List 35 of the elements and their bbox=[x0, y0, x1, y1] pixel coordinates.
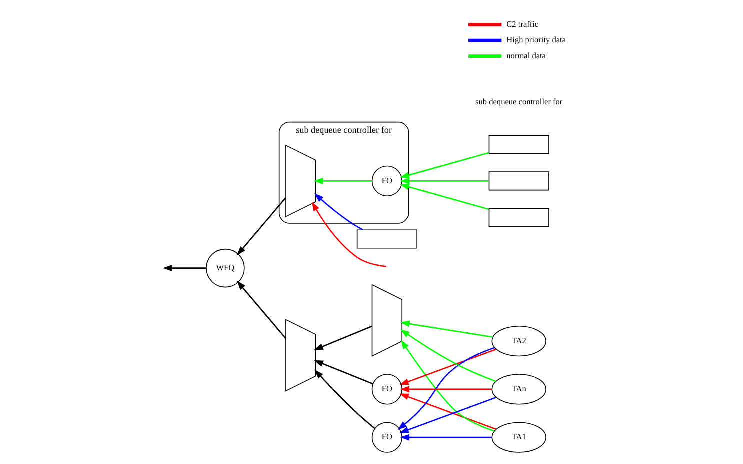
legend-label: normal data bbox=[506, 51, 546, 60]
arrow bbox=[314, 193, 364, 231]
node-ellipse: TAn bbox=[491, 374, 546, 405]
node-trapezoid bbox=[285, 144, 316, 218]
node-box bbox=[488, 172, 549, 191]
node-trapezoid bbox=[285, 319, 316, 392]
arrow bbox=[314, 360, 373, 385]
arrow bbox=[236, 280, 286, 340]
node-circle: FO bbox=[371, 374, 402, 405]
arrow bbox=[400, 434, 492, 441]
arrow bbox=[400, 178, 489, 184]
arrow bbox=[400, 152, 489, 178]
arrow bbox=[400, 386, 492, 393]
label: sub dequeue controller for bbox=[475, 97, 562, 106]
arrow bbox=[313, 178, 372, 184]
arrow bbox=[314, 370, 375, 430]
legend-label: High priority data bbox=[506, 36, 566, 45]
arrow bbox=[400, 320, 492, 338]
node-circle: FO bbox=[371, 166, 402, 197]
node-box bbox=[488, 208, 549, 228]
node-ellipse: TA2 bbox=[491, 326, 546, 357]
arrow bbox=[400, 330, 496, 382]
node-circle: WFQ bbox=[206, 248, 244, 288]
node-box bbox=[356, 230, 417, 249]
legend-label: C2 traffic bbox=[506, 20, 538, 29]
arrow bbox=[314, 326, 372, 350]
node-circle: FO bbox=[371, 422, 402, 453]
arrow bbox=[400, 184, 489, 210]
arrow bbox=[311, 202, 386, 268]
arrow bbox=[399, 348, 496, 386]
arrow bbox=[162, 265, 206, 272]
arrow bbox=[236, 198, 286, 256]
node-box bbox=[488, 135, 549, 154]
node-trapezoid bbox=[371, 284, 402, 357]
node-ellipse: TA1 bbox=[491, 422, 546, 453]
